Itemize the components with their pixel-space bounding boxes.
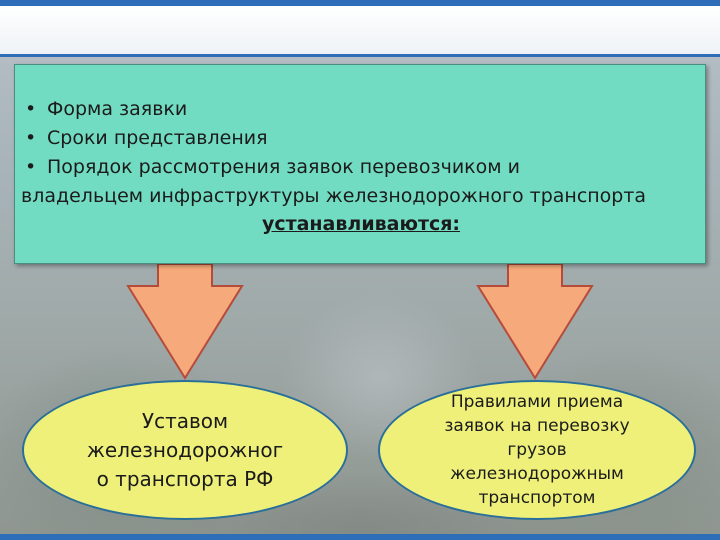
oval-rules-text: Правилами приема заявок на перевозку гру… (444, 392, 630, 508)
conclusion-text: устанавливаются: (261, 213, 461, 235)
oval-charter: Уставом железнодорожног о транспорта РФ (22, 380, 348, 520)
bullet-continuation: владельцем инфраструктуры железнодорожно… (21, 185, 647, 207)
bullet-item: • Порядок рассмотрения заявок перевозчико… (25, 153, 646, 182)
bullet-item: • Форма заявки (25, 95, 646, 124)
header-band (0, 0, 720, 57)
bullet-dot: • (25, 127, 37, 149)
bullet-text: Порядок рассмотрения заявок перевозчиком… (47, 156, 520, 178)
oval-rules: Правилами приема заявок на перевозку гру… (378, 380, 696, 520)
bullet-list: • Форма заявки • Сроки представления • Поря… (21, 95, 646, 211)
bullet-dot: • (25, 98, 37, 120)
bullet-text: Форма заявки (47, 98, 188, 120)
bullet-text: Сроки представления (47, 127, 268, 149)
bullet-item: • Сроки представления (25, 124, 646, 153)
oval-charter-text: Уставом железнодорожног о транспорта РФ (86, 408, 284, 491)
footer-strip (0, 534, 720, 540)
info-box: • Форма заявки • Сроки представления • Поря… (14, 64, 706, 264)
bullet-dot: • (25, 156, 37, 178)
